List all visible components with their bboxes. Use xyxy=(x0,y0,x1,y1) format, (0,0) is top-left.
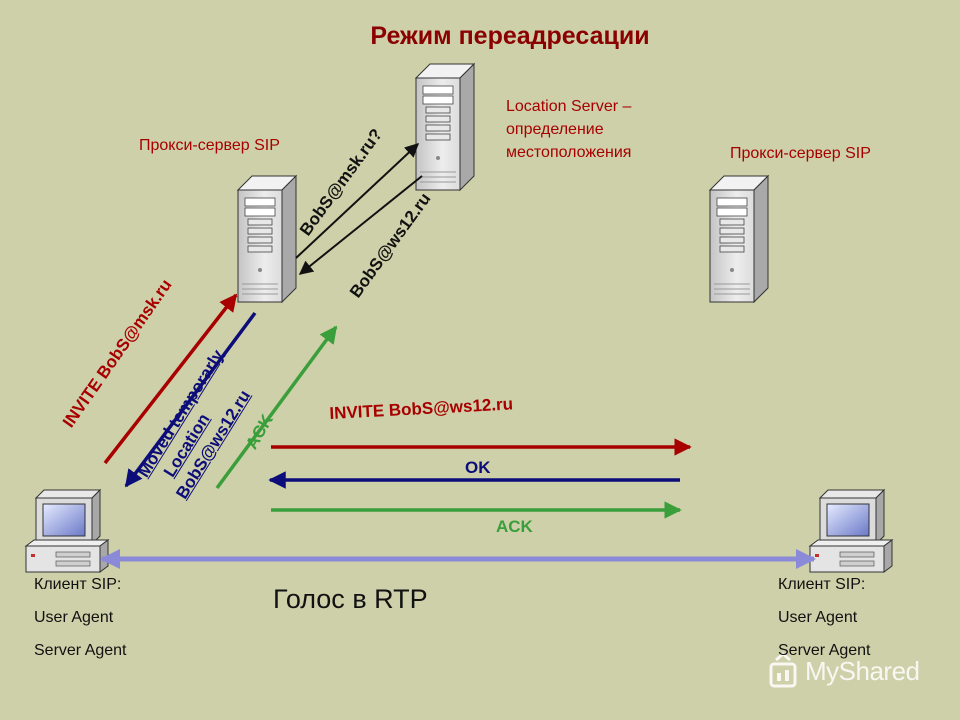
location-server-label-line3: местоположения xyxy=(506,144,632,161)
moved-temporarly-arrow xyxy=(124,311,257,488)
location-server-label-line1: Location Server – xyxy=(506,98,632,115)
ack-direct-label: ACK xyxy=(496,517,533,536)
location-query-arrow xyxy=(295,143,420,259)
location-server-label: Location Server – определение местополож… xyxy=(506,95,631,164)
page-title: Режим переадресации xyxy=(370,22,650,50)
location-server-icon xyxy=(415,63,475,191)
client-computer-right-icon xyxy=(809,489,893,573)
location-server-label-line2: определение xyxy=(506,121,604,138)
location-reply-arrow xyxy=(298,175,423,275)
proxy-left-label: Прокси-сервер SIP xyxy=(139,137,280,154)
voice-rtp-label: Голос в RTP xyxy=(273,584,428,614)
client-right-label-line1: Клиент SIP: xyxy=(778,576,866,593)
ack-proxy-arrow xyxy=(215,325,338,490)
client-right-label-line3: Server Agent xyxy=(778,642,871,659)
proxy-server-left-icon xyxy=(237,175,297,303)
client-right-label-line2: User Agent xyxy=(778,609,858,626)
client-computer-left-icon xyxy=(25,489,109,573)
client-left-label-line3: Server Agent xyxy=(34,642,127,659)
myshared-logo-icon xyxy=(769,652,797,688)
client-left-label-line2: User Agent xyxy=(34,609,114,626)
invite-proxy-arrow xyxy=(103,293,238,465)
proxy-right-label: Прокси-сервер SIP xyxy=(730,145,871,162)
client-right-label: Клиент SIP: User Agent Server Agent xyxy=(778,568,871,667)
client-left-label: Клиент SIP: User Agent Server Agent xyxy=(34,568,127,667)
watermark-text: MyShared xyxy=(805,656,920,686)
client-left-label-line1: Клиент SIP: xyxy=(34,576,122,593)
ok-label: OK xyxy=(465,458,491,477)
proxy-server-right-icon xyxy=(709,175,769,303)
